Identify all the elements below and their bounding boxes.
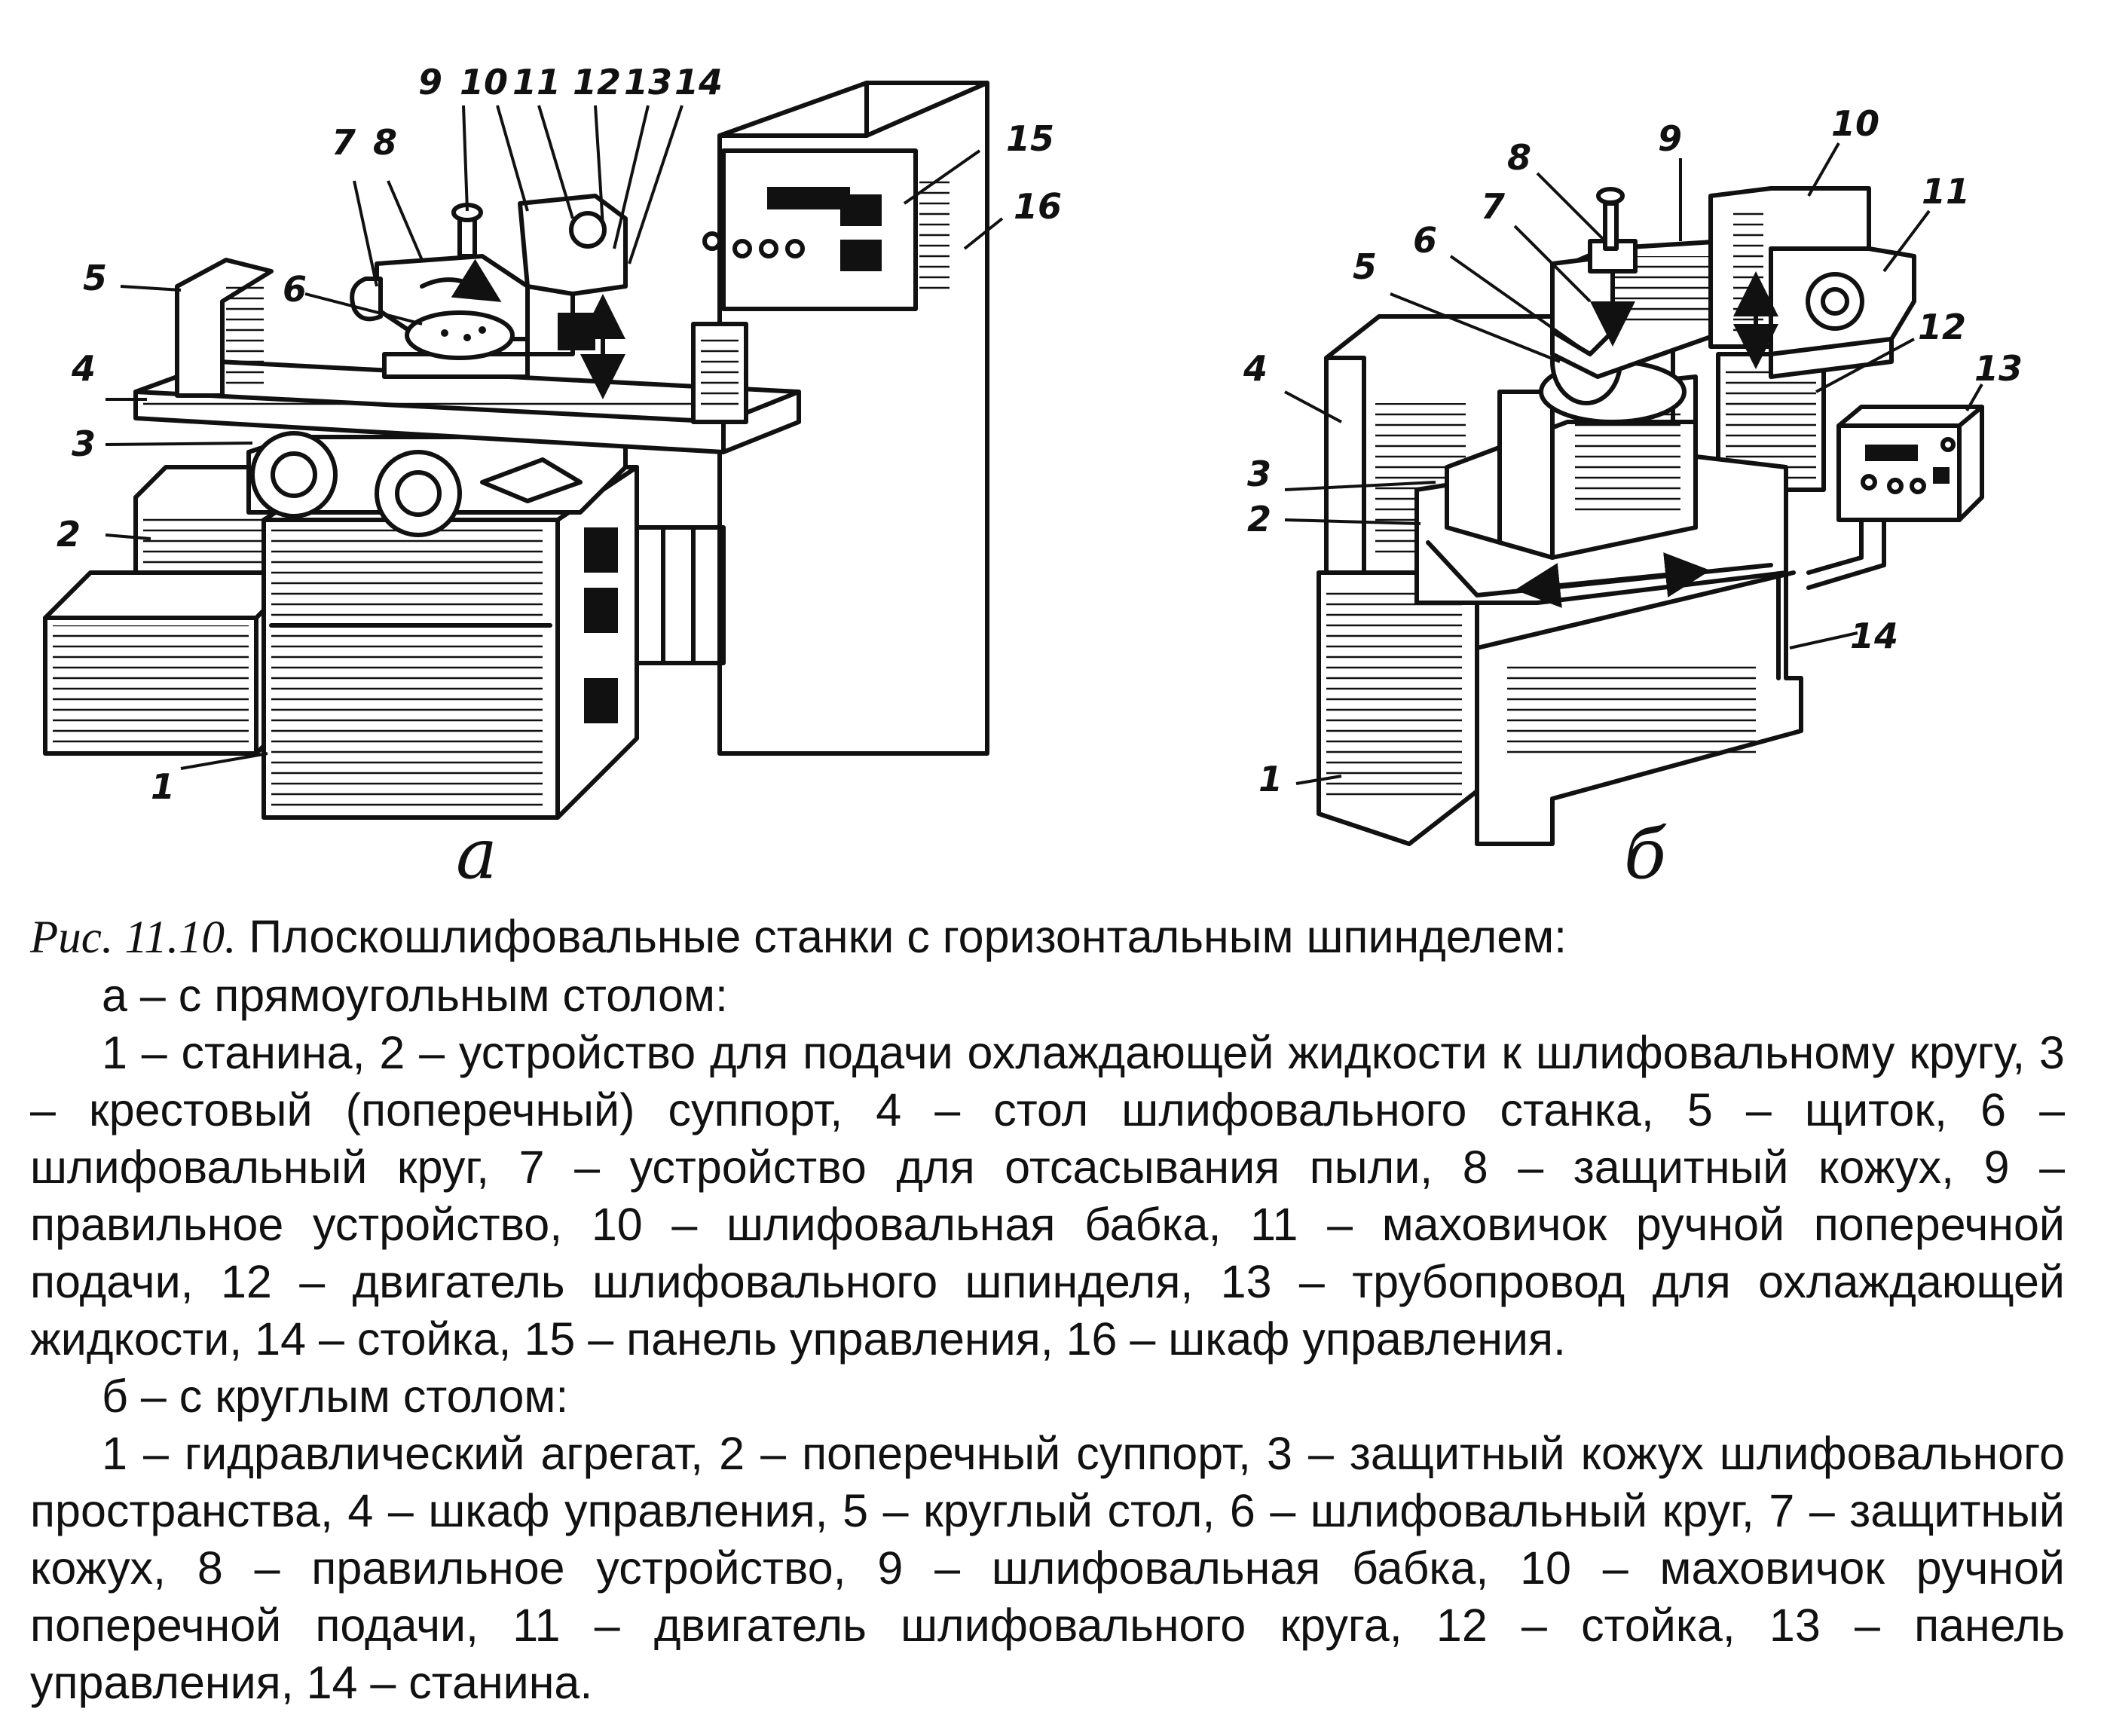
caption-title: Плоскошлифовальные станки с горизонтальн…	[249, 911, 1567, 962]
caption-title-line: Рис. 11.10. Плоскошлифовальные станки с …	[30, 908, 2065, 967]
callout-a-5: 5	[83, 258, 107, 298]
machine-a	[43, 81, 989, 820]
wheel-head-a	[350, 194, 628, 399]
callout-a-13: 13	[624, 62, 672, 102]
callout-b-1: 1	[1258, 759, 1283, 799]
callout-b-13: 13	[1974, 348, 2023, 389]
hydraulic-unit-b	[1317, 570, 1479, 846]
callout-a-10: 10	[460, 62, 508, 102]
callout-b-14: 14	[1850, 616, 1898, 656]
figure-caption: Рис. 11.10. Плоскошлифовальные станки с …	[30, 908, 2065, 1711]
wheel-motor-b	[1708, 186, 1916, 379]
leaders-b	[1284, 142, 1983, 785]
callout-b-9: 9	[1658, 118, 1682, 159]
callout-a-6: 6	[283, 269, 307, 310]
caption-figure-ref: Рис. 11.10.	[30, 912, 237, 963]
caption-b-text: 1 – гидравлический агрегат, 2 – поперечн…	[30, 1428, 2065, 1708]
callout-a-9: 9	[418, 62, 442, 102]
callout-a-7: 7	[332, 122, 356, 163]
caption-a-heading: а – с прямоугольным столом:	[102, 970, 728, 1021]
callout-a-12: 12	[573, 62, 621, 102]
callout-b-5: 5	[1353, 246, 1377, 287]
control-panel-b	[1806, 405, 1984, 590]
callout-a-15: 15	[1006, 118, 1054, 159]
callout-b-11: 11	[1922, 171, 1970, 212]
control-cabinet-a	[702, 81, 989, 756]
caption-b-heading: б – с круглым столом:	[102, 1371, 569, 1422]
callout-b-6: 6	[1413, 220, 1437, 261]
cross-slide-a	[246, 431, 628, 537]
callout-a-4: 4	[71, 348, 96, 389]
figure: 1 2 3 4 5 6 7 8 9 10 11 12 13 14 15 16 а	[43, 62, 2023, 894]
panel-a-label: а	[456, 814, 497, 894]
callout-b-12: 12	[1918, 307, 1966, 347]
callout-a-16: 16	[1014, 186, 1062, 227]
callout-b-7: 7	[1481, 186, 1505, 227]
table-assembly-b	[1414, 318, 1788, 608]
figure-svg: 1 2 3 4 5 6 7 8 9 10 11 12 13 14 15 16 а	[43, 62, 2023, 894]
callout-a-1: 1	[151, 766, 175, 807]
callout-b-2: 2	[1247, 499, 1271, 539]
leaders-a	[105, 105, 1004, 770]
callout-a-11: 11	[512, 62, 561, 102]
callout-a-14: 14	[674, 62, 723, 102]
wheel-head-b	[1550, 187, 1728, 379]
machine-b	[1317, 186, 1984, 846]
callout-b-3: 3	[1247, 454, 1271, 494]
caption-a-text: 1 – станина, 2 – устройство для подачи о…	[30, 1027, 2065, 1365]
panel-b-label: б	[1624, 814, 1667, 894]
callouts-b: 1 2 3 4 5 6 7 8 9 10 11 12 13 14 б	[1243, 103, 2023, 894]
callout-b-10: 10	[1831, 103, 1879, 144]
column-b	[1716, 352, 1826, 492]
callout-b-8: 8	[1507, 137, 1531, 178]
callouts-a: 1 2 3 4 5 6 7 8 9 10 11 12 13 14 15 16 а	[57, 62, 1062, 894]
callout-a-3: 3	[72, 423, 96, 464]
guard-a	[175, 258, 274, 398]
callout-a-8: 8	[373, 122, 397, 163]
callout-b-4: 4	[1243, 348, 1268, 389]
callout-a-2: 2	[57, 514, 81, 555]
machine-bed-a	[261, 465, 726, 820]
